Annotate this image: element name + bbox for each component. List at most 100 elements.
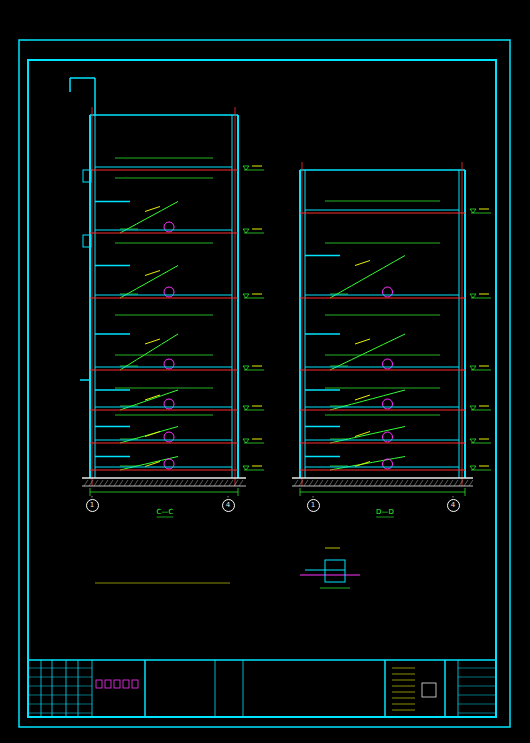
landing [305,255,340,257]
ground-hatch [134,480,138,486]
ground-hatch [189,480,193,486]
wall [299,170,301,478]
title-divider [78,660,79,717]
landing [305,456,340,458]
title-divider [92,660,93,717]
rail [330,439,348,440]
parapet [69,78,71,92]
slab [95,440,232,441]
ground-hatch [314,480,318,486]
note-stub [355,462,370,467]
title-row [458,686,496,687]
title-divider [144,660,146,717]
dimension-line [115,355,213,356]
elevation-mark [244,233,264,234]
note-stub [355,339,370,344]
wall [305,170,306,478]
title-mark [132,680,138,688]
title-row [28,704,92,705]
dimension-line [325,355,440,356]
dimension-line [325,243,440,244]
wall [464,170,466,478]
landing [95,201,130,203]
elevation-text-stub [252,294,262,295]
canopy [80,379,90,381]
wall [459,170,460,478]
title-text-stub [392,710,415,711]
ground-hatch [84,480,88,486]
ground-hatch [239,480,243,486]
parapet [70,77,95,79]
title-row [458,695,496,696]
wall [237,115,239,478]
stair-flight [120,266,178,299]
title-mark [114,680,120,688]
title-text-stub [392,686,415,687]
wall [232,115,233,478]
axis-line [302,162,303,486]
title-divider [52,660,53,717]
inner-frame [28,60,496,717]
slab [95,167,232,168]
ground-hatch [154,480,158,486]
title-row [28,713,92,714]
ground-hatch [349,480,353,486]
elevation-mark [471,370,491,371]
elevation-mark [244,298,264,299]
elevation-mark [471,410,491,411]
elevation-mark [244,370,264,371]
ground-hatch [99,480,103,486]
dimension-line [325,388,440,389]
detail-slab [300,574,360,575]
title-text-stub [392,680,415,681]
ground-hatch [129,480,133,486]
ground-hatch [414,480,418,486]
floor-line [90,233,238,234]
elevation-text-stub [252,229,262,230]
elevation-symbol [243,366,249,370]
outer-frame [19,40,510,727]
axis-leader [228,496,229,498]
elevation-mark [244,170,264,171]
floor-line [90,410,238,411]
slab [95,230,232,231]
axis-bubble: 4 [222,499,235,512]
elevation-symbol [470,209,476,213]
detail-beam [325,560,345,582]
dimension-tick [300,488,301,496]
stair-flight [330,427,405,444]
slab [95,467,232,468]
elevation-text-stub [252,466,262,467]
elevation-symbol [470,366,476,370]
ground-hatch [459,480,463,486]
title-row [28,686,92,687]
ground-hatch [104,480,108,486]
axis-bubble: 4 [447,499,460,512]
title-divider [66,660,67,717]
ground [82,477,246,479]
stair-flight [330,256,405,299]
title-text-stub [392,692,415,693]
elevation-text-stub [479,366,489,367]
ground-hatch [339,480,343,486]
axis-leader [453,496,454,498]
axis-bubble: 1 [86,499,99,512]
elevation-mark [471,443,491,444]
note-stub [145,462,160,467]
roof [300,169,465,171]
title-block [28,660,496,717]
dimension-line [325,315,440,316]
ground-hatch [444,480,448,486]
stair-flight [120,457,178,471]
title-row [458,677,496,678]
stair-flight [120,427,178,444]
axis-number: 4 [226,501,230,509]
note-stub [355,432,370,437]
landing [95,265,130,267]
note-stub [145,339,160,344]
ground-hatch [469,480,473,486]
title-divider [215,660,216,717]
section-title: D—D [376,508,394,516]
dimension-line [115,315,213,316]
